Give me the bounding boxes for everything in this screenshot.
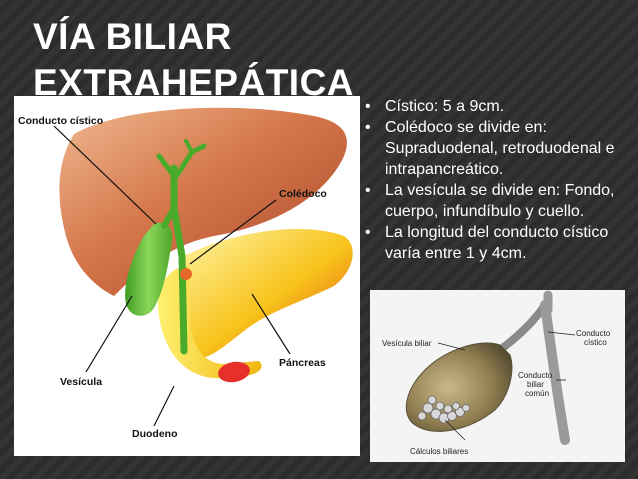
label-conducto-cistico-2: cístico bbox=[584, 338, 607, 347]
label-pancreas: Páncreas bbox=[279, 357, 326, 369]
bullet-dot: • bbox=[365, 119, 371, 136]
bullet-dot: • bbox=[365, 182, 371, 199]
bullet-dot: • bbox=[365, 224, 371, 241]
bile-ducts bbox=[156, 139, 207, 355]
pancreas-shape bbox=[177, 228, 353, 359]
label-coledoco: Colédoco bbox=[279, 188, 327, 200]
label-vesicula-biliar: Vesícula biliar bbox=[382, 339, 432, 348]
label-conducto-biliar-1: Conducto bbox=[518, 371, 553, 380]
gallstones bbox=[417, 395, 470, 424]
label-calculos-biliares: Cálculos biliares bbox=[410, 447, 468, 456]
bullet-list: • Cístico: 5 a 9cm. • Colédoco se divide e… bbox=[359, 96, 634, 264]
bullet-dot: • bbox=[365, 98, 371, 115]
label-conducto-cistico-1: Conducto bbox=[576, 329, 611, 338]
label-conducto-cistico: Conducto cístico bbox=[18, 115, 103, 127]
biliary-anatomy-illustration: Conducto cístico Colédoco Vesícula Páncr… bbox=[18, 107, 353, 440]
bullet-item: • Colédoco se divide en: Supraduodenal, r… bbox=[359, 117, 634, 180]
extrahepatic-biliary-diagram: Conducto cístico Colédoco Vesícula Páncr… bbox=[14, 96, 360, 456]
gallbladder-stones-diagram: Vesícula biliar Conducto cístico Conduct… bbox=[370, 290, 625, 462]
bullet-text: Colédoco se divide en: Supraduodenal, re… bbox=[385, 119, 615, 178]
duodenum-opening bbox=[218, 361, 250, 383]
label-pointers bbox=[437, 331, 576, 441]
bullet-text: La longitud del conducto cístico varía e… bbox=[385, 224, 609, 262]
label-conducto-biliar-3: común bbox=[525, 389, 549, 398]
gallbladder-illustration: Vesícula biliar Conducto cístico Conduct… bbox=[370, 290, 625, 462]
gallbladder-shape bbox=[125, 222, 173, 316]
bullet-item: • La vesícula se divide en: Fondo, cuerpo… bbox=[359, 180, 634, 222]
slide-title: VÍA BILIAR EXTRAHEPÁTICA bbox=[33, 16, 355, 103]
ampulla-marker bbox=[180, 268, 192, 280]
liver-shape bbox=[59, 107, 347, 296]
label-vesicula: Vesícula bbox=[60, 376, 102, 388]
bullet-text: La vesícula se divide en: Fondo, cuerpo,… bbox=[385, 182, 615, 220]
label-pointers bbox=[53, 125, 291, 427]
bullet-item: • Cístico: 5 a 9cm. bbox=[359, 96, 634, 117]
bullet-item: • La longitud del conducto cístico varía … bbox=[359, 222, 634, 264]
label-duodeno: Duodeno bbox=[132, 428, 178, 440]
bullet-text: Cístico: 5 a 9cm. bbox=[385, 98, 505, 115]
common-bile-duct-shape bbox=[540, 300, 570, 445]
label-conducto-biliar-2: biliar bbox=[527, 380, 544, 389]
